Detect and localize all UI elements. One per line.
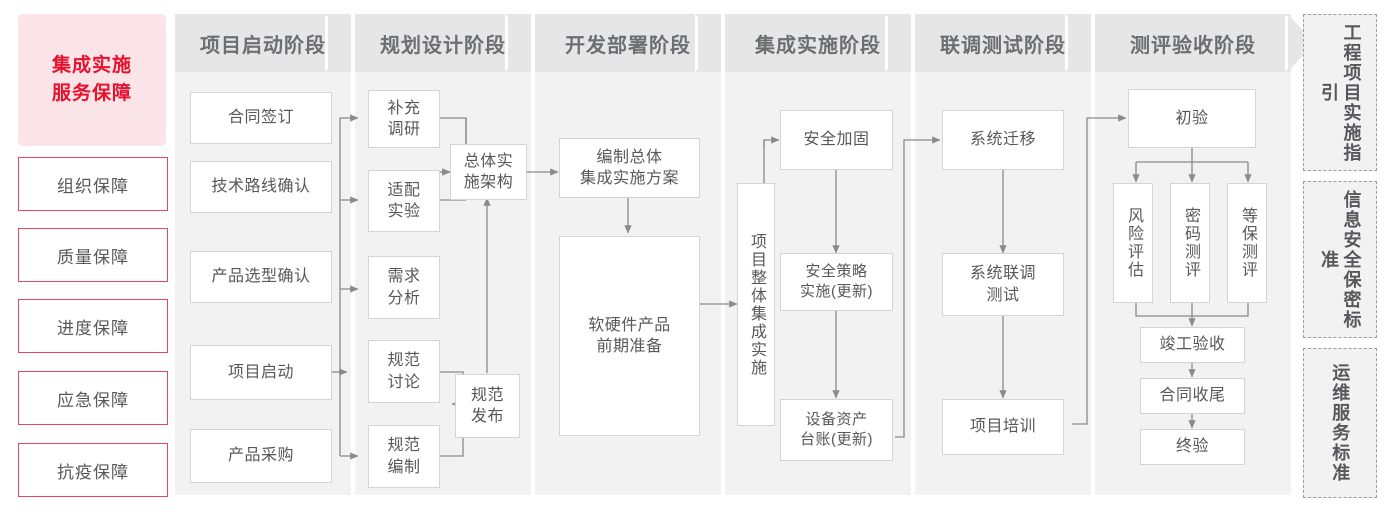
node-spec-discussion[interactable]: 规范 讨论 (368, 340, 440, 403)
node-label-line-2: 前期准备 (596, 338, 663, 355)
phase-header-3: 开发部署阶段 (535, 14, 721, 72)
node-label-line-2: 集成实施方案 (579, 170, 679, 187)
node-label-line-1: 编制总体 (596, 148, 663, 166)
guarantee-item-epidemic[interactable]: 抗疫保障 (18, 443, 168, 497)
node-label-line-2: 分析 (387, 289, 421, 307)
node-label-line-1: 软硬件产品 (588, 316, 671, 334)
node-label: 竣工验收 (1159, 336, 1226, 354)
node-supplementary-research[interactable]: 补充 调研 (368, 90, 440, 148)
node-tech-route-confirm[interactable]: 技术路线确认 (190, 161, 332, 213)
guarantee-item-label: 应急保障 (57, 390, 129, 410)
node-label-line-2: 发布 (470, 408, 504, 425)
node-contract-closure[interactable]: 合同收尾 (1140, 378, 1245, 414)
phase-header-1: 项目启动阶段 (175, 14, 351, 72)
guarantee-item-label: 质量保障 (57, 247, 129, 267)
node-label-line-1: 规范 (470, 386, 504, 404)
node-contract-signing[interactable]: 合同签订 (190, 92, 332, 144)
node-label: 项目培训 (969, 418, 1036, 436)
node-label-line-1: 规范 (387, 437, 421, 455)
node-product-selection-confirm[interactable]: 产品选型确认 (190, 251, 332, 303)
node-label-line-2: 台账(更新) (800, 431, 873, 448)
node-label: 系统迁移 (969, 131, 1036, 149)
node-overall-project-integration[interactable]: 项目整体集成实施 (737, 183, 775, 426)
node-label-line-1: 适配 (387, 181, 421, 199)
phase-header-label: 测评验收阶段 (1130, 34, 1256, 57)
node-label: 合同收尾 (1159, 387, 1226, 405)
node-spec-drafting[interactable]: 规范 编制 (368, 425, 440, 488)
guarantee-title-line-1: 集成实施 (51, 55, 132, 77)
node-system-joint-debug-test[interactable]: 系统联调 测试 (942, 253, 1064, 316)
node-label-line-2: 调研 (387, 121, 421, 138)
node-cryptography-evaluation[interactable]: 密码测评 (1170, 183, 1210, 303)
node-security-hardening[interactable]: 安全加固 (780, 110, 893, 170)
node-hw-sw-preparation[interactable]: 软硬件产品 前期准备 (559, 236, 700, 436)
node-classified-protection-evaluation[interactable]: 等保测评 (1227, 183, 1267, 303)
node-label: 密码测评 (1182, 207, 1199, 279)
node-overall-implementation-architecture[interactable]: 总体实 施架构 (450, 144, 527, 200)
node-label-line-2: 测试 (986, 286, 1020, 304)
standard-operation-maintenance-service[interactable]: 运维服务标准 (1303, 348, 1377, 498)
node-label-line-1: 需求 (387, 268, 421, 286)
node-draft-overall-integration-plan[interactable]: 编制总体 集成实施方案 (559, 138, 700, 198)
node-label-line-2: 讨论 (387, 373, 421, 391)
node-label: 产品选型确认 (211, 268, 311, 286)
node-label: 合同签订 (227, 109, 294, 127)
node-label: 等保测评 (1239, 207, 1256, 279)
node-system-migration[interactable]: 系统迁移 (942, 110, 1064, 170)
node-requirement-analysis[interactable]: 需求 分析 (368, 256, 440, 319)
node-label: 安全加固 (803, 131, 870, 149)
node-product-procurement[interactable]: 产品采购 (190, 429, 332, 483)
standard-label: 工程项目实施指引 (1319, 22, 1362, 163)
node-label: 初验 (1175, 109, 1209, 127)
node-label-line-1: 总体实 (463, 152, 514, 170)
guarantee-item-organization[interactable]: 组织保障 (18, 157, 168, 211)
node-preliminary-acceptance[interactable]: 初验 (1128, 89, 1256, 148)
phase-header-4: 集成实施阶段 (725, 14, 911, 72)
node-label-line-2: 实施(更新) (800, 283, 873, 300)
node-label: 技术路线确认 (211, 178, 311, 196)
node-risk-assessment[interactable]: 风险评估 (1113, 183, 1153, 303)
node-label: 风险评估 (1125, 207, 1142, 279)
node-label: 产品采购 (227, 447, 294, 465)
node-label: 项目整体集成实施 (748, 232, 765, 377)
node-label: 项目启动 (227, 363, 294, 381)
node-label-line-2: 实验 (387, 203, 421, 220)
node-adaptation-experiment[interactable]: 适配 实验 (368, 170, 440, 232)
node-label-line-2: 编制 (387, 458, 421, 476)
standard-engineering-project-guide[interactable]: 工程项目实施指引 (1303, 14, 1377, 171)
phase-header-2: 规划设计阶段 (355, 14, 531, 72)
node-label-line-1: 安全策略 (805, 263, 868, 281)
node-project-kickoff[interactable]: 项目启动 (190, 345, 332, 400)
node-label-line-1: 补充 (387, 99, 421, 117)
guarantee-item-label: 进度保障 (57, 318, 129, 338)
phase-header-label: 规划设计阶段 (380, 34, 506, 57)
node-completion-acceptance[interactable]: 竣工验收 (1140, 327, 1245, 363)
node-final-acceptance[interactable]: 终验 (1140, 429, 1245, 465)
phase-header-label: 开发部署阶段 (565, 34, 691, 57)
guarantee-title-line-2: 服务保障 (51, 83, 132, 104)
standard-label: 信息安全保密标准 (1319, 189, 1362, 330)
standard-label: 运维服务标准 (1330, 363, 1351, 483)
node-label: 终验 (1175, 438, 1209, 456)
standard-information-security-confidentiality[interactable]: 信息安全保密标准 (1303, 181, 1377, 338)
phase-header-label: 联调测试阶段 (940, 34, 1066, 57)
node-equipment-asset-ledger[interactable]: 设备资产 台账(更新) (780, 399, 893, 461)
node-security-policy-implementation[interactable]: 安全策略 实施(更新) (780, 253, 893, 311)
node-spec-release[interactable]: 规范 发布 (455, 374, 520, 438)
node-label-line-2: 施架构 (463, 174, 514, 191)
node-project-training[interactable]: 项目培训 (942, 399, 1064, 455)
node-label-line-1: 规范 (387, 352, 421, 370)
node-label-line-1: 设备资产 (805, 411, 868, 429)
phase-header-6: 测评验收阶段 (1095, 14, 1291, 72)
phase-header-5: 联调测试阶段 (915, 14, 1091, 72)
guarantee-panel-title: 集成实施 服务保障 (18, 14, 166, 146)
guarantee-item-schedule[interactable]: 进度保障 (18, 299, 168, 353)
guarantee-item-label: 抗疫保障 (57, 462, 129, 482)
guarantee-item-quality[interactable]: 质量保障 (18, 228, 168, 282)
phase-header-label: 集成实施阶段 (755, 34, 881, 57)
phase-header-label: 项目启动阶段 (200, 34, 326, 57)
guarantee-item-emergency[interactable]: 应急保障 (18, 371, 168, 425)
guarantee-item-label: 组织保障 (57, 176, 129, 196)
node-label-line-1: 系统联调 (969, 265, 1036, 283)
